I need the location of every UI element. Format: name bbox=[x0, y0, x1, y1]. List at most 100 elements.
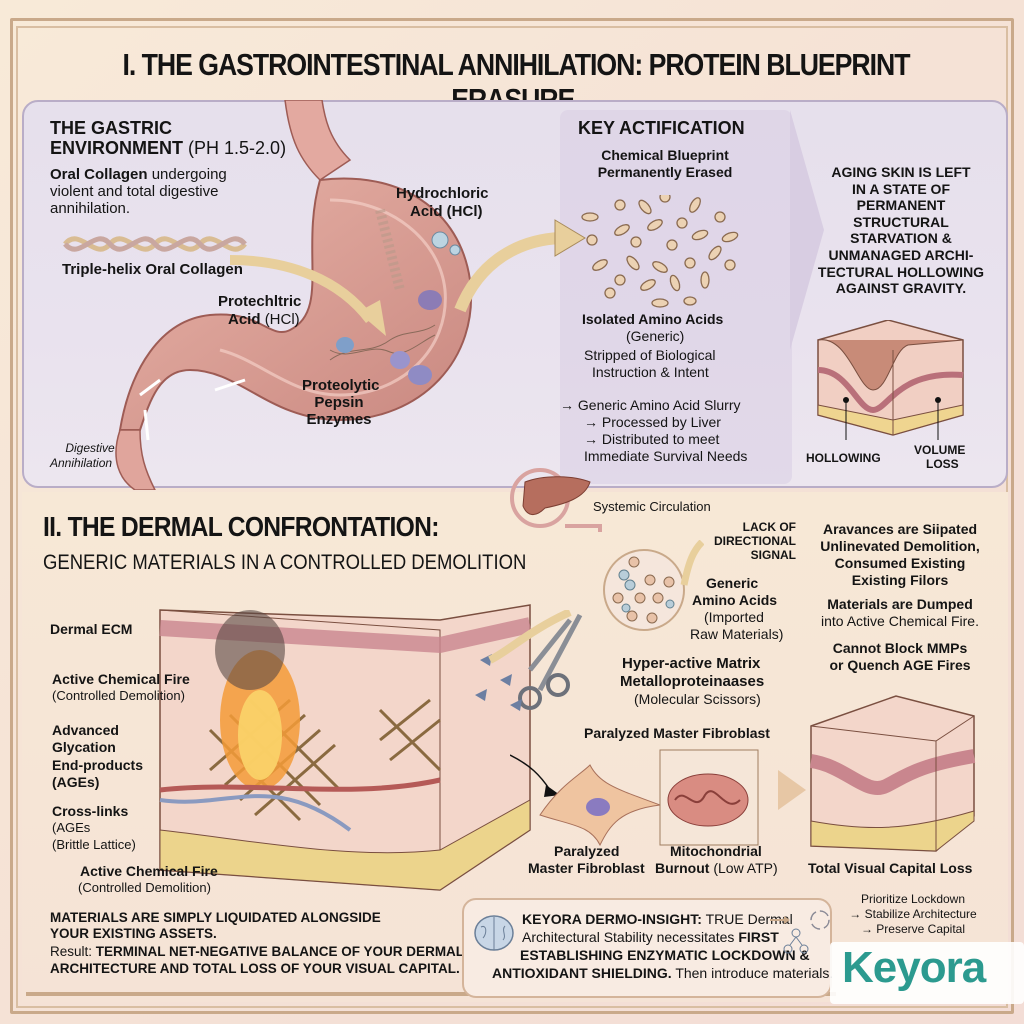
capital-loss-label: Total Visual Capital Loss bbox=[808, 860, 973, 876]
right-notes-block2-bold: Materials are Dumped bbox=[827, 596, 973, 612]
note-line: Unlinevated Demolition, bbox=[820, 538, 980, 554]
insight-line2: Architectural Stability necessitates FIR… bbox=[522, 929, 779, 946]
fibroblast-mitochondria-illustration bbox=[510, 749, 759, 847]
volume-label-1: VOLUME bbox=[914, 443, 966, 457]
aging-line: AGAINST GRAVITY. bbox=[835, 280, 967, 297]
keyora-logo: Keyora bbox=[842, 943, 986, 992]
outer-frame bbox=[10, 18, 1014, 1014]
scissors-icon bbox=[475, 610, 583, 711]
insight-text: TRUE Dermal bbox=[705, 911, 793, 927]
aging-line: IN A STATE OF bbox=[852, 180, 950, 197]
step-1: Prioritize Lockdown bbox=[860, 892, 966, 906]
fire2-label-rest: (Controlled Demolition) bbox=[78, 880, 211, 895]
insight-first: FIRST bbox=[738, 929, 779, 945]
mito-label-1: Mitochondrial bbox=[670, 843, 762, 859]
lack-label-3: SIGNAL bbox=[750, 548, 796, 562]
dermal-ecm-label: Dermal ECM bbox=[50, 621, 133, 637]
section2-subtitle: GENERIC MATERIALS IN A CONTROLLED DEMOLI… bbox=[43, 551, 527, 574]
aging-line: AGING SKIN IS LEFT bbox=[831, 164, 971, 180]
divider bbox=[26, 992, 836, 996]
fire2-label-bold: Active Chemical Fire bbox=[80, 863, 218, 879]
section2-title: II. THE DERMAL CONFRONTATION: bbox=[43, 511, 439, 542]
conclusion-result-line1: Result: TERMINAL NET-NEGATIVE BALANCE OF… bbox=[50, 944, 464, 959]
fibroblast-label-1: Paralyzed bbox=[554, 843, 620, 859]
fibroblast-label-2: Master Fibroblast bbox=[528, 860, 645, 876]
oral-collagen-label: Oral Collagen bbox=[50, 166, 148, 183]
mito-label-2: Burnout (Low ATP) bbox=[655, 860, 778, 877]
conclusion-bold-2: YOUR EXISTING ASSETS. bbox=[50, 926, 217, 941]
insight-line1: KEYORA DERMO-INSIGHT: TRUE Dermal bbox=[522, 911, 793, 928]
lack-label-2: DIRECTIONAL bbox=[714, 534, 796, 548]
hcl-label-1: Hydrochloric bbox=[396, 185, 489, 202]
right-notes-block3: Cannot Block MMPs or Quench AGE Fires bbox=[806, 640, 994, 674]
mmp-label-bold-2: Metalloproteinaases bbox=[620, 673, 765, 690]
generic-amino-bold-2: Amino Acids bbox=[692, 592, 778, 608]
hcl-label-2: Acid (HCl) bbox=[410, 203, 483, 220]
mmp-label-bold-1: Hyper-active Matrix bbox=[622, 655, 761, 672]
flow-step-3: → Distributed to meet bbox=[584, 431, 720, 447]
key-sub-2: Permanently Erased bbox=[597, 164, 733, 180]
key-heading: KEY ACTIFICATION bbox=[578, 118, 745, 138]
isolated-amino-generic: (Generic) bbox=[626, 328, 685, 344]
insight-line4: ANTIOXIDANT SHIELDING. Then introduce ma… bbox=[492, 965, 834, 982]
protech-hcl: (HCl) bbox=[264, 311, 300, 328]
ages-line: Glycation bbox=[52, 739, 116, 756]
mito-low-atp: (Low ATP) bbox=[713, 860, 778, 876]
aging-line: PERMANENT bbox=[856, 197, 946, 214]
fire1-label-rest: (Controlled Demolition) bbox=[52, 688, 185, 703]
stomach-illustration bbox=[115, 100, 473, 490]
key-actification-panel bbox=[560, 110, 792, 484]
insight-label: KEYORA DERMO-INSIGHT: bbox=[522, 911, 702, 927]
triple-helix-icon bbox=[63, 236, 247, 252]
flow-step-4: Immediate Survival Needs bbox=[584, 448, 748, 464]
logo-backdrop bbox=[830, 942, 1024, 1004]
digestive-label-1: Digestive bbox=[65, 441, 115, 455]
liver-icon bbox=[510, 468, 602, 532]
ages-line: Advanced bbox=[52, 722, 119, 738]
helix-label: Triple-helix Oral Collagen bbox=[62, 261, 243, 278]
note-line: or Quench AGE Fires bbox=[829, 657, 971, 673]
generic-amino-bold-1: Generic bbox=[706, 575, 759, 591]
gastric-heading-line1: THE GASTRIC bbox=[50, 118, 173, 138]
crosslinks-label-1: (AGEs bbox=[52, 820, 91, 835]
mmp-label-rest: (Molecular Scissors) bbox=[634, 691, 761, 707]
ages-line: (AGEs) bbox=[52, 774, 100, 791]
lack-label-1: LACK OF bbox=[742, 520, 796, 534]
ages-line: End-products bbox=[52, 756, 143, 773]
note-line: Existing Filors bbox=[851, 572, 949, 588]
protech-acid: Acid bbox=[228, 311, 261, 328]
result-arrow-icon bbox=[778, 770, 806, 810]
stripped-line-1: Stripped of Biological bbox=[584, 347, 716, 363]
protech-label-1: Protechltric bbox=[218, 293, 302, 310]
hollowing-skin-cube bbox=[817, 320, 964, 440]
gastric-desc-line3: annihilation. bbox=[50, 200, 131, 217]
aging-line: STRUCTURAL bbox=[853, 213, 949, 230]
step-3: → Preserve Capital bbox=[860, 922, 966, 936]
gastric-ph: (PH 1.5-2.0) bbox=[188, 138, 287, 158]
flow-step-2: → Processed by Liver bbox=[584, 414, 721, 430]
right-notes-block1: Aravances are Siipated Unlinevated Demol… bbox=[806, 521, 994, 589]
isolated-amino-label: Isolated Amino Acids bbox=[582, 311, 724, 327]
insight-text: Then introduce materials. bbox=[675, 965, 834, 981]
insight-line3: ESTABLISHING ENZYMATIC LOCKDOWN & bbox=[520, 947, 810, 963]
note-line: Consumed Existing bbox=[834, 555, 966, 571]
ages-label: Advanced Glycation End-products (AGEs) bbox=[52, 722, 143, 792]
result-label: Result: bbox=[50, 944, 93, 959]
note-line: Cannot Block MMPs bbox=[832, 640, 968, 656]
generic-amino-rest-2: Raw Materials) bbox=[690, 626, 784, 642]
keyora-insight-box bbox=[462, 898, 832, 998]
insight-text: Architectural Stability necessitates bbox=[522, 929, 735, 945]
mitochondria-icon bbox=[667, 773, 749, 827]
gastric-desc-line2: violent and total digestive bbox=[50, 183, 219, 200]
generic-amino-acids-icon bbox=[603, 540, 704, 631]
conclusion-bold-1: MATERIALS ARE SIMPLY LIQUIDATED ALONGSID… bbox=[50, 910, 381, 925]
erasure-arrow-icon bbox=[454, 219, 586, 313]
digestive-label-2: Annihilation bbox=[50, 456, 113, 470]
hollowing-label: HOLLOWING bbox=[806, 451, 881, 465]
aging-statement: AGING SKIN IS LEFT IN A STATE OF PERMANE… bbox=[796, 164, 1006, 297]
gastric-desc-line1: Oral Collagen undergoing bbox=[50, 166, 227, 184]
flow-step-1: → Generic Amino Acid Slurry bbox=[560, 397, 741, 413]
conclusion-result-line2: ARCHITECTURE AND TOTAL LOSS OF YOUR VISU… bbox=[50, 961, 460, 976]
isolated-amino-acids-icon bbox=[581, 195, 739, 308]
pepsin-label-2: Pepsin bbox=[314, 394, 364, 411]
